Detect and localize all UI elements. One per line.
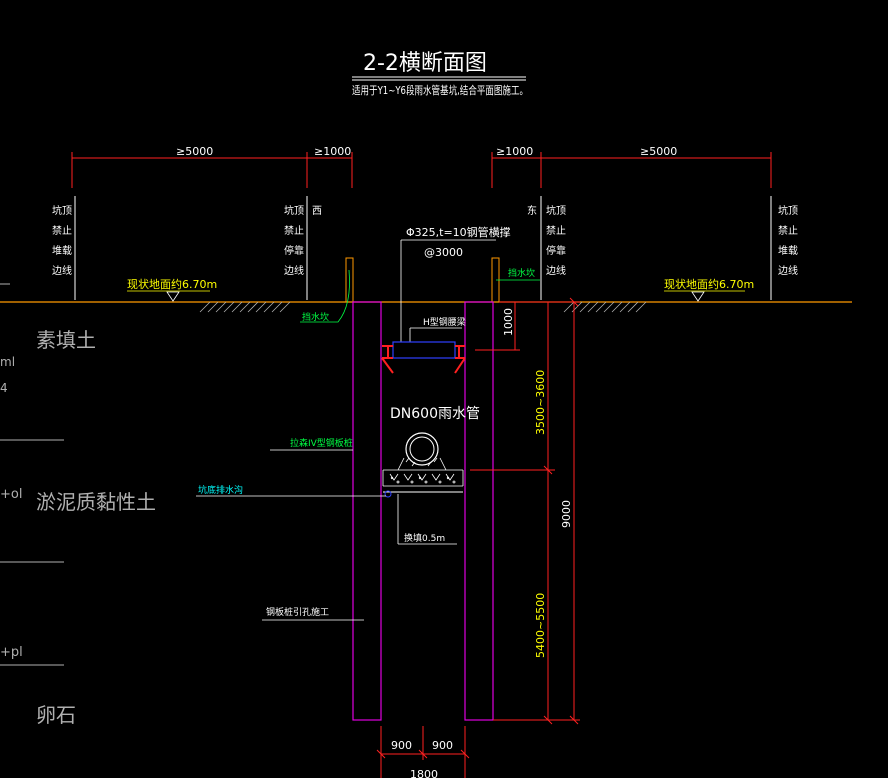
- svg-text:禁止: 禁止: [284, 225, 304, 237]
- dim-left-narrow: ≥1000: [314, 145, 351, 158]
- brace-label: Φ325,t=10钢管横撑: [406, 225, 511, 239]
- retaining-curb-left-label: 挡水坎: [302, 311, 329, 323]
- brace-offset-dimension: [475, 301, 520, 351]
- edge-mark-3: +ol: [0, 487, 22, 502]
- h-beam-label: H型钢腰梁: [423, 316, 466, 328]
- elev-left-marker: [166, 291, 180, 302]
- pile-method-label: 钢板桩引孔施工: [266, 606, 329, 618]
- sheet-pile-label: 拉森IV型钢板桩: [290, 437, 353, 449]
- pit-drain-marker: [384, 490, 392, 498]
- dim-half-width-left: 900: [391, 739, 412, 752]
- ground-hatch-left: [199, 301, 291, 313]
- dim-total-width: 1800: [410, 768, 438, 778]
- svg-text:边线: 边线: [52, 264, 72, 277]
- left-top-dimension: [71, 152, 353, 188]
- depth-dimensions: [470, 297, 580, 725]
- sheet-pile-right: [464, 301, 494, 721]
- svg-text:停靠: 停靠: [546, 244, 566, 257]
- waling-left: [381, 345, 394, 374]
- ground-elevation-right: 现状地面约6.70m: [664, 277, 754, 291]
- svg-text:边线: 边线: [284, 264, 304, 277]
- svg-text:停靠: 停靠: [284, 244, 304, 257]
- label-east: 东: [527, 204, 537, 217]
- soil-layer-1: 素填土: [36, 328, 96, 352]
- svg-text:坑顶: 坑顶: [284, 204, 304, 217]
- dim-left-wide: ≥5000: [176, 145, 213, 158]
- elev-right-marker: [691, 291, 705, 302]
- label-column-left-outer: 坑顶 禁止 堆载 边线: [52, 204, 72, 277]
- dim-right-narrow: ≥1000: [496, 145, 533, 158]
- soil-layer-3: 卵石: [36, 703, 76, 727]
- label-west: 西: [312, 206, 322, 217]
- retaining-curb-left: [345, 257, 354, 303]
- dim-upper-depth: 3500~3600: [534, 370, 547, 435]
- svg-text:禁止: 禁止: [546, 225, 566, 237]
- drawing-subtitle: 适用于Y1~Y6段雨水管基坑,结合平面图施工。: [352, 83, 528, 97]
- ground-elevation-left: 现状地面约6.70m: [127, 277, 217, 291]
- label-column-right-inner: 坑顶 禁止 停靠 边线: [546, 204, 566, 277]
- soil-layer-2: 淤泥质黏性土: [36, 490, 156, 514]
- svg-text:堆载: 堆载: [52, 245, 72, 257]
- curb-left-leader: [300, 269, 350, 323]
- dim-half-width-right: 900: [432, 739, 453, 752]
- right-top-dimension: [491, 152, 772, 188]
- label-column-right-outer: 坑顶 禁止 堆载 边线: [778, 204, 798, 277]
- retaining-curb-right-label: 挡水坎: [508, 267, 535, 279]
- cushion-label: 换填0.5m: [404, 532, 445, 544]
- svg-text:坑顶: 坑顶: [546, 204, 566, 217]
- ground-hatch-right: [563, 301, 647, 313]
- dim-total-depth: 9000: [560, 500, 573, 528]
- brace-spacing: @3000: [424, 246, 463, 259]
- edge-mark-1: ml: [0, 355, 15, 369]
- pipe-bedding: [382, 469, 464, 487]
- svg-text:堆载: 堆载: [778, 245, 798, 257]
- svg-text:禁止: 禁止: [778, 225, 798, 237]
- drawing-title: 2-2横断面图: [363, 51, 487, 76]
- edge-lines: [74, 196, 772, 300]
- pipe-inner: [409, 436, 435, 462]
- sheet-pile-left: [352, 301, 382, 721]
- pipe-saddle: [397, 457, 447, 471]
- pipe-label: DN600雨水管: [390, 406, 480, 422]
- dim-lower-depth: 5400~5500: [534, 593, 547, 658]
- dim-right-wide: ≥5000: [640, 145, 677, 158]
- pipe-outer: [405, 432, 439, 466]
- waling-right: [454, 345, 466, 374]
- svg-text:坑顶: 坑顶: [778, 204, 798, 217]
- dim-brace-offset: 1000: [502, 308, 515, 336]
- edge-mark-4: +pl: [0, 645, 23, 660]
- svg-text:坑顶: 坑顶: [52, 204, 72, 217]
- svg-text:边线: 边线: [546, 264, 566, 277]
- svg-text:禁止: 禁止: [52, 225, 72, 237]
- steel-pipe-brace: [392, 341, 456, 359]
- bottom-width-dimensions: [376, 726, 470, 778]
- edge-mark-2: 4: [0, 381, 8, 395]
- svg-text:边线: 边线: [778, 264, 798, 277]
- label-column-left-inner: 坑顶 禁止 停靠 边线: [284, 204, 304, 277]
- pit-drain-label: 坑底排水沟: [198, 484, 243, 496]
